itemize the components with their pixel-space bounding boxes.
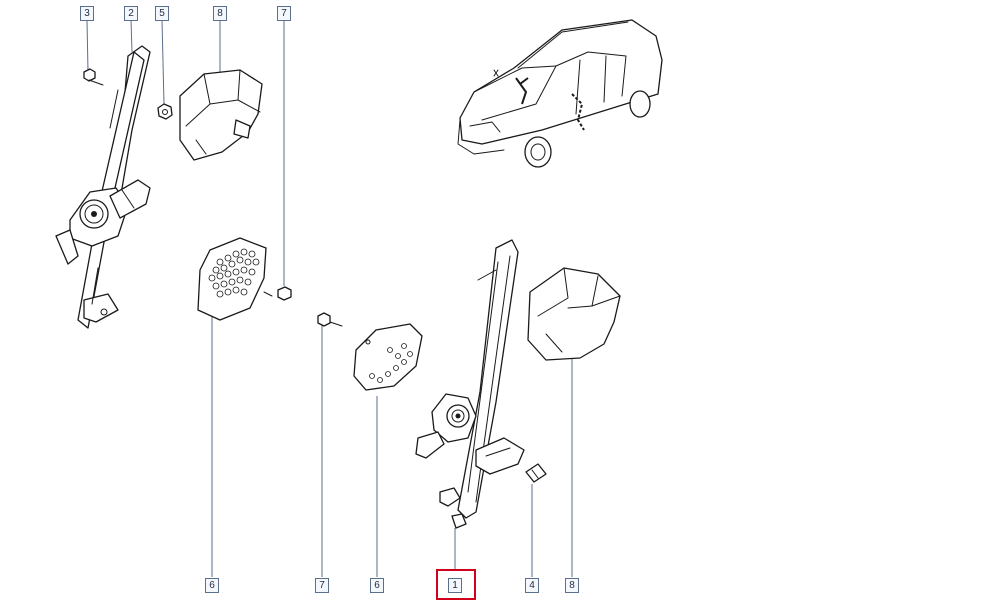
car-illustration [457, 19, 663, 168]
selected-callout-highlight [436, 569, 476, 600]
callout-6-left[interactable]: 6 [205, 578, 219, 593]
bolt-part-7-lower [317, 312, 343, 327]
pad-part-6-middle [353, 323, 423, 391]
pad-part-6-left [197, 237, 267, 321]
callout-8-lower[interactable]: 8 [565, 578, 579, 593]
bolt-part-7-upper [263, 286, 292, 301]
callout-5[interactable]: 5 [155, 6, 169, 21]
callout-4[interactable]: 4 [525, 578, 539, 593]
callout-6-middle[interactable]: 6 [370, 578, 384, 593]
bolt-part-3 [83, 68, 104, 86]
callout-2[interactable]: 2 [124, 6, 138, 21]
cover-part-8-bottom [527, 267, 621, 361]
cover-part-8-top [179, 69, 263, 161]
window-regulator-part-2 [55, 45, 151, 329]
window-regulator-part-1 [415, 239, 525, 529]
clip-part-4 [525, 463, 547, 483]
callout-7-upper[interactable]: 7 [277, 6, 291, 21]
callout-7-lower[interactable]: 7 [315, 578, 329, 593]
callout-1[interactable]: 1 [448, 578, 462, 593]
nut-part-5 [157, 103, 173, 120]
leader-lines [86, 19, 573, 577]
callout-8-upper[interactable]: 8 [213, 6, 227, 21]
callout-3[interactable]: 3 [80, 6, 94, 21]
